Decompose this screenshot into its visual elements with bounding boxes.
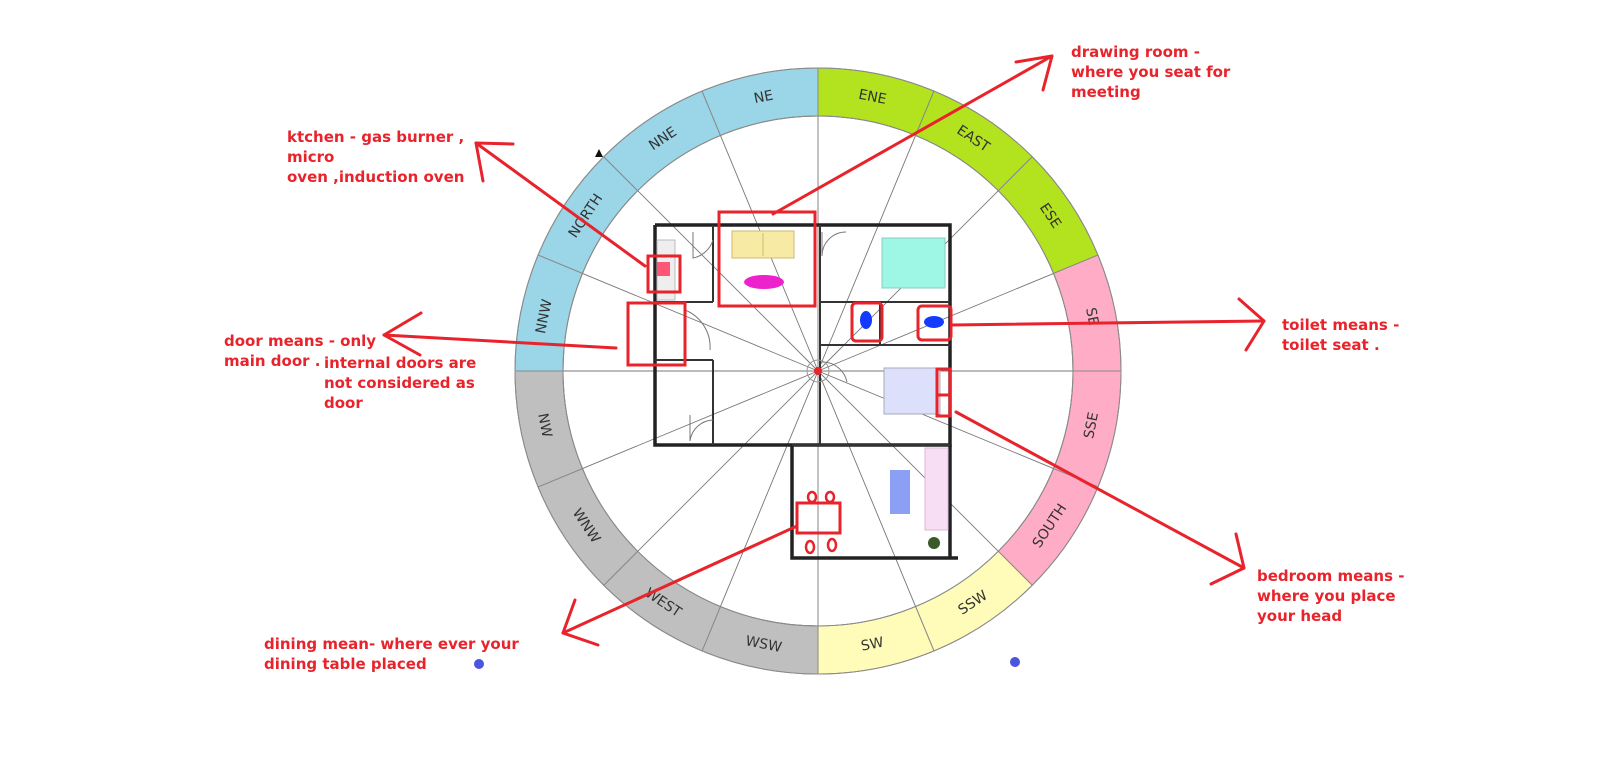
- compass-spoke: [719, 370, 819, 607]
- toilet-seat-1: [860, 311, 872, 329]
- toilet-2-highlight: [916, 304, 953, 342]
- zone-label-ene: ENE: [857, 87, 888, 108]
- kitchen-arrow: [474, 141, 647, 268]
- toilet-1-highlight: [850, 301, 884, 343]
- zone-label-ne: NE: [753, 88, 775, 107]
- compass-spoke: [817, 370, 1054, 470]
- note-line: oven ,induction oven: [287, 168, 465, 186]
- note-line: internal doors are: [324, 354, 477, 372]
- compass-spoke: [582, 272, 819, 372]
- note-line: ktchen - gas burner ,: [287, 128, 465, 146]
- kitchen-highlight: [646, 254, 682, 294]
- compass-spoke: [817, 370, 917, 607]
- drawing-room-note: drawing room - where you seat for meetin…: [1071, 42, 1230, 102]
- dining-note: dining mean- where ever your dining tabl…: [264, 634, 519, 674]
- drawing-room-arrow: [771, 54, 1054, 216]
- plant: [928, 537, 940, 549]
- floor-plan: [653, 223, 958, 560]
- note-line: bedroom means -: [1257, 567, 1405, 585]
- note-line: not considered as: [324, 374, 475, 392]
- center-point: [814, 367, 822, 375]
- note-line: main door .: [224, 352, 321, 370]
- bed-middle: [883, 367, 941, 415]
- center-ring: [806, 359, 830, 383]
- internal-doors-note: internal doors are not considered as doo…: [324, 353, 476, 413]
- compass-spoke: [637, 190, 819, 372]
- dining-table-highlight: [795, 501, 842, 535]
- door-note: door means - only main door .: [224, 331, 376, 371]
- compass-outer-circle: [514, 67, 1122, 675]
- note-line: door means - only: [224, 332, 377, 350]
- note-line: dining mean- where ever your: [264, 635, 519, 653]
- toilet-seat-2: [924, 316, 944, 328]
- zone-label-wsw: WSW: [744, 633, 783, 656]
- kitchen-note: ktchen - gas burner , micro oven ,induct…: [287, 127, 464, 187]
- bedroom-arrow: [954, 410, 1246, 586]
- small-marker: [595, 149, 603, 157]
- dining-arrow: [561, 524, 799, 647]
- note-line: toilet seat .: [1282, 336, 1380, 354]
- gas-burner: [657, 262, 670, 276]
- compass-spoke: [582, 370, 819, 470]
- door-swings: [684, 231, 848, 442]
- zone-label-sse: SSE: [1081, 411, 1102, 440]
- note-line: micro: [287, 148, 335, 166]
- toilet-note: toilet means - toilet seat .: [1282, 315, 1399, 355]
- highlight-boxes: [626, 210, 953, 535]
- zone-label-nw: NW: [534, 412, 554, 439]
- note-line: drawing room -: [1071, 43, 1200, 61]
- drawing-room-highlight: [717, 210, 817, 308]
- coffee-table: [744, 275, 784, 289]
- bed-bottom: [924, 447, 949, 531]
- bedroom-highlight: [935, 367, 952, 418]
- annotation-arrows: [382, 54, 1266, 647]
- wardrobe: [890, 470, 910, 514]
- note-line: where you place: [1257, 587, 1396, 605]
- door-arrow: [382, 311, 618, 357]
- toilet-arrow: [950, 297, 1266, 352]
- bed-top: [881, 237, 946, 289]
- compass-spoke: [817, 370, 999, 552]
- zone-label-sw: SW: [860, 635, 886, 655]
- compass-spoke: [637, 370, 819, 552]
- zone-label-nnw: NNW: [533, 298, 556, 335]
- note-line: meeting: [1071, 83, 1141, 101]
- note-line: your head: [1257, 607, 1343, 625]
- compass-spoke: [817, 135, 917, 372]
- note-line: where you seat for: [1071, 63, 1231, 81]
- note-line: toilet means -: [1282, 316, 1400, 334]
- main-door-highlight: [626, 301, 687, 367]
- marker-dot-right: [1010, 657, 1020, 667]
- note-line: door: [324, 394, 363, 412]
- note-line: dining table placed: [264, 655, 427, 673]
- bedroom-note: bedroom means - where you place your hea…: [1257, 566, 1405, 626]
- marker-dot-left: [474, 659, 484, 669]
